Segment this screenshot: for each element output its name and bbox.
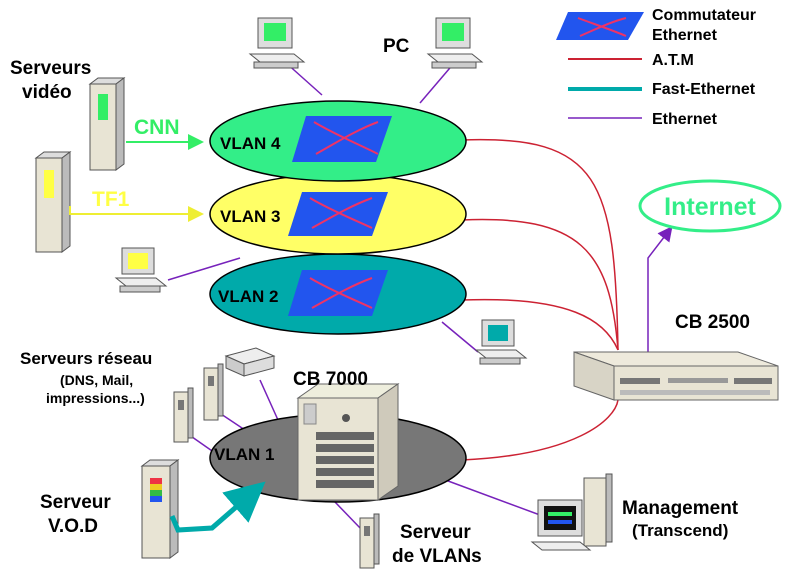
ethernet-link-pc2 — [419, 61, 456, 104]
vod-arrow — [169, 481, 266, 533]
cb7000-label: CB 7000 — [293, 369, 368, 390]
vlan-server-label-1: Serveur — [400, 522, 471, 543]
management-label-2: (Transcend) — [632, 521, 728, 540]
management-label-1: Management — [622, 498, 739, 519]
video-server-cnn — [88, 77, 126, 171]
legend-ethernet-label: Ethernet — [652, 111, 718, 128]
network-servers-label-3: impressions...) — [46, 390, 145, 406]
ethernet-link-printer — [259, 379, 279, 421]
pc-label: PC — [383, 36, 410, 57]
vod-label-2: V.O.D — [48, 516, 98, 537]
vlan-1-label: VLAN 1 — [214, 445, 274, 464]
video-servers-label-1: Serveurs — [10, 58, 91, 79]
atm-link-vlan2 — [461, 298, 619, 351]
printer-icon — [224, 347, 276, 377]
tf1-arrow — [69, 206, 204, 222]
pc-top-left — [248, 17, 306, 69]
ethernet-link-vlan-server — [334, 501, 363, 531]
vlan-server-label-2: de VLANs — [392, 546, 482, 567]
legend: Commutateur Ethernet A.T.M Fast-Ethernet… — [556, 7, 756, 128]
network-servers-label-1: Serveurs réseau — [20, 349, 152, 368]
switch-cross-icon — [309, 197, 373, 229]
tf1-label: TF1 — [92, 188, 130, 211]
vod-label-1: Serveur — [40, 492, 111, 513]
vlan-2-ring: VLAN 2 — [209, 253, 467, 335]
internet-ellipse — [638, 179, 782, 233]
ethernet-link-pc4 — [441, 321, 479, 353]
cb7000-chassis — [296, 383, 400, 501]
vod-server — [140, 459, 180, 559]
vlan-3-label: VLAN 3 — [220, 207, 280, 226]
atm-link-vlan3 — [461, 218, 619, 351]
management-station — [530, 473, 613, 551]
ethernet-link-pc3 — [167, 257, 241, 281]
network-servers-label-2: (DNS, Mail, — [60, 372, 133, 388]
vlan-server — [359, 513, 380, 569]
network-server-2 — [173, 387, 194, 443]
legend-switch-label-1: Commutateur — [652, 7, 756, 24]
switch-cross-icon — [313, 121, 379, 155]
cb2500-device — [573, 351, 779, 401]
atm-link-vlan4 — [461, 138, 619, 351]
vlan-2-label: VLAN 2 — [218, 287, 278, 306]
network-server-1 — [203, 363, 224, 421]
legend-switch-cross-icon — [577, 17, 627, 37]
atm-links — [461, 138, 619, 461]
video-server-tf1 — [34, 151, 72, 253]
legend-fast-ethernet-label: Fast-Ethernet — [652, 81, 756, 98]
cb2500-label: CB 2500 — [675, 312, 750, 333]
atm-link-vlan1 — [461, 399, 619, 461]
internet-label: Internet — [664, 193, 756, 221]
vlan-3-ring: VLAN 3 — [209, 173, 467, 255]
ethernet-link-management — [439, 477, 541, 516]
pc-top-right — [426, 17, 484, 69]
switch-cross-icon — [309, 277, 373, 309]
vlan-4-ring: VLAN 4 — [209, 100, 467, 182]
pc-vlan3 — [114, 247, 168, 293]
legend-atm-label: A.T.M — [652, 52, 694, 69]
pc-vlan2 — [474, 319, 528, 365]
vlan-4-label: VLAN 4 — [220, 134, 281, 153]
cnn-label: CNN — [134, 116, 180, 139]
internet-link — [647, 226, 673, 352]
video-servers-label-2: vidéo — [22, 82, 72, 103]
legend-switch-label-2: Ethernet — [652, 27, 718, 44]
